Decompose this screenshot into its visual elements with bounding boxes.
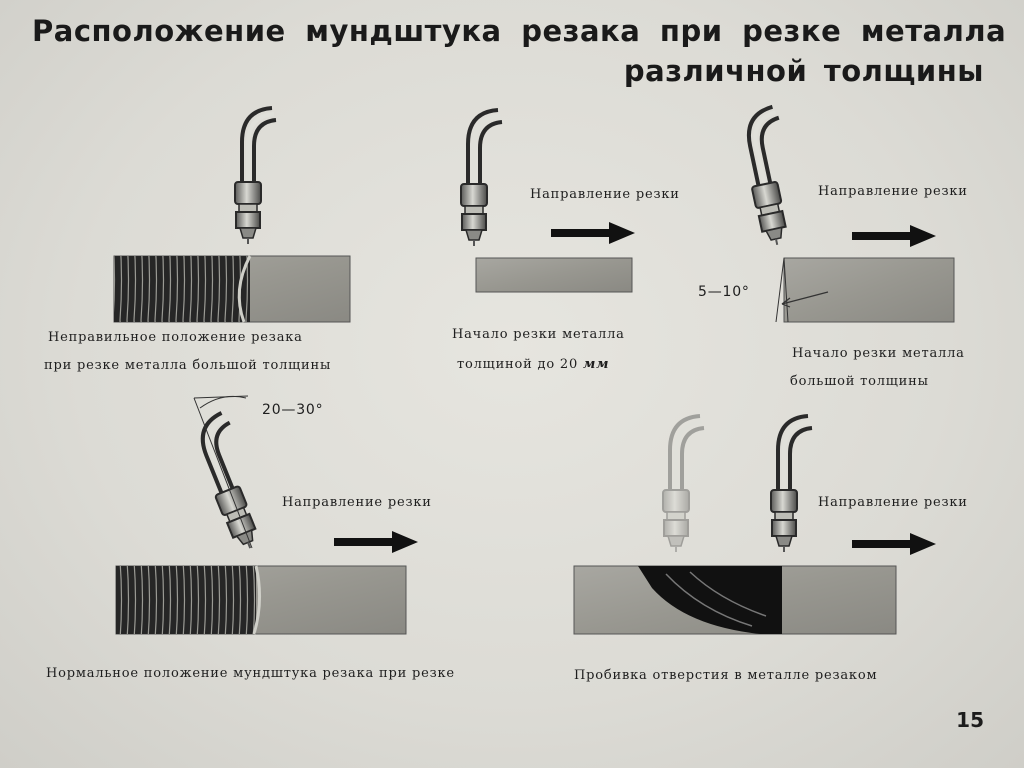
panel-1-illustration: [113, 106, 351, 323]
page-number: 15: [956, 708, 984, 732]
direction-arrow-icon: [852, 225, 936, 247]
panel-4-angle-label: 20—30°: [262, 402, 324, 418]
panel-4-direction-label: Направление резки: [282, 495, 432, 510]
panel-5-illustration: [573, 414, 936, 635]
panel-5-direction-label: Направление резки: [818, 495, 968, 510]
direction-arrow-icon: [852, 533, 936, 555]
panel-3-direction-label: Направление резки: [818, 184, 968, 199]
panel-1-caption-line-1: Неправильное положение резака: [48, 330, 303, 345]
panel-2-direction-label: Направление резки: [530, 187, 680, 202]
slide-title-line-2: различной толщины: [623, 54, 984, 88]
panel-5-caption-line-1: Пробивка отверстия в металле резаком: [574, 668, 878, 683]
direction-arrow-icon: [551, 222, 635, 244]
panel-2-caption-line-1: Начало резки металла: [452, 327, 625, 342]
panel-2-illustration: [459, 108, 635, 293]
panel-4-illustration: [115, 395, 418, 635]
panel-2-caption-line-2: толщиной до 20 мм: [457, 357, 610, 372]
panel-3-illustration: [734, 103, 955, 323]
panel-3-angle-label: 5—10°: [698, 284, 750, 300]
panel-3-caption-line-1: Начало резки металла: [792, 346, 965, 361]
panel-1-caption-line-2: при резке металла большой толщины: [44, 358, 332, 373]
panel-4-caption-line-1: Нормальное положение мундштука резака пр…: [46, 666, 455, 681]
slide-title-line-1: Расположение мундштука резака при резке …: [32, 14, 1007, 48]
panel-3-caption-line-2: большой толщины: [790, 374, 929, 389]
direction-arrow-icon: [334, 531, 418, 553]
